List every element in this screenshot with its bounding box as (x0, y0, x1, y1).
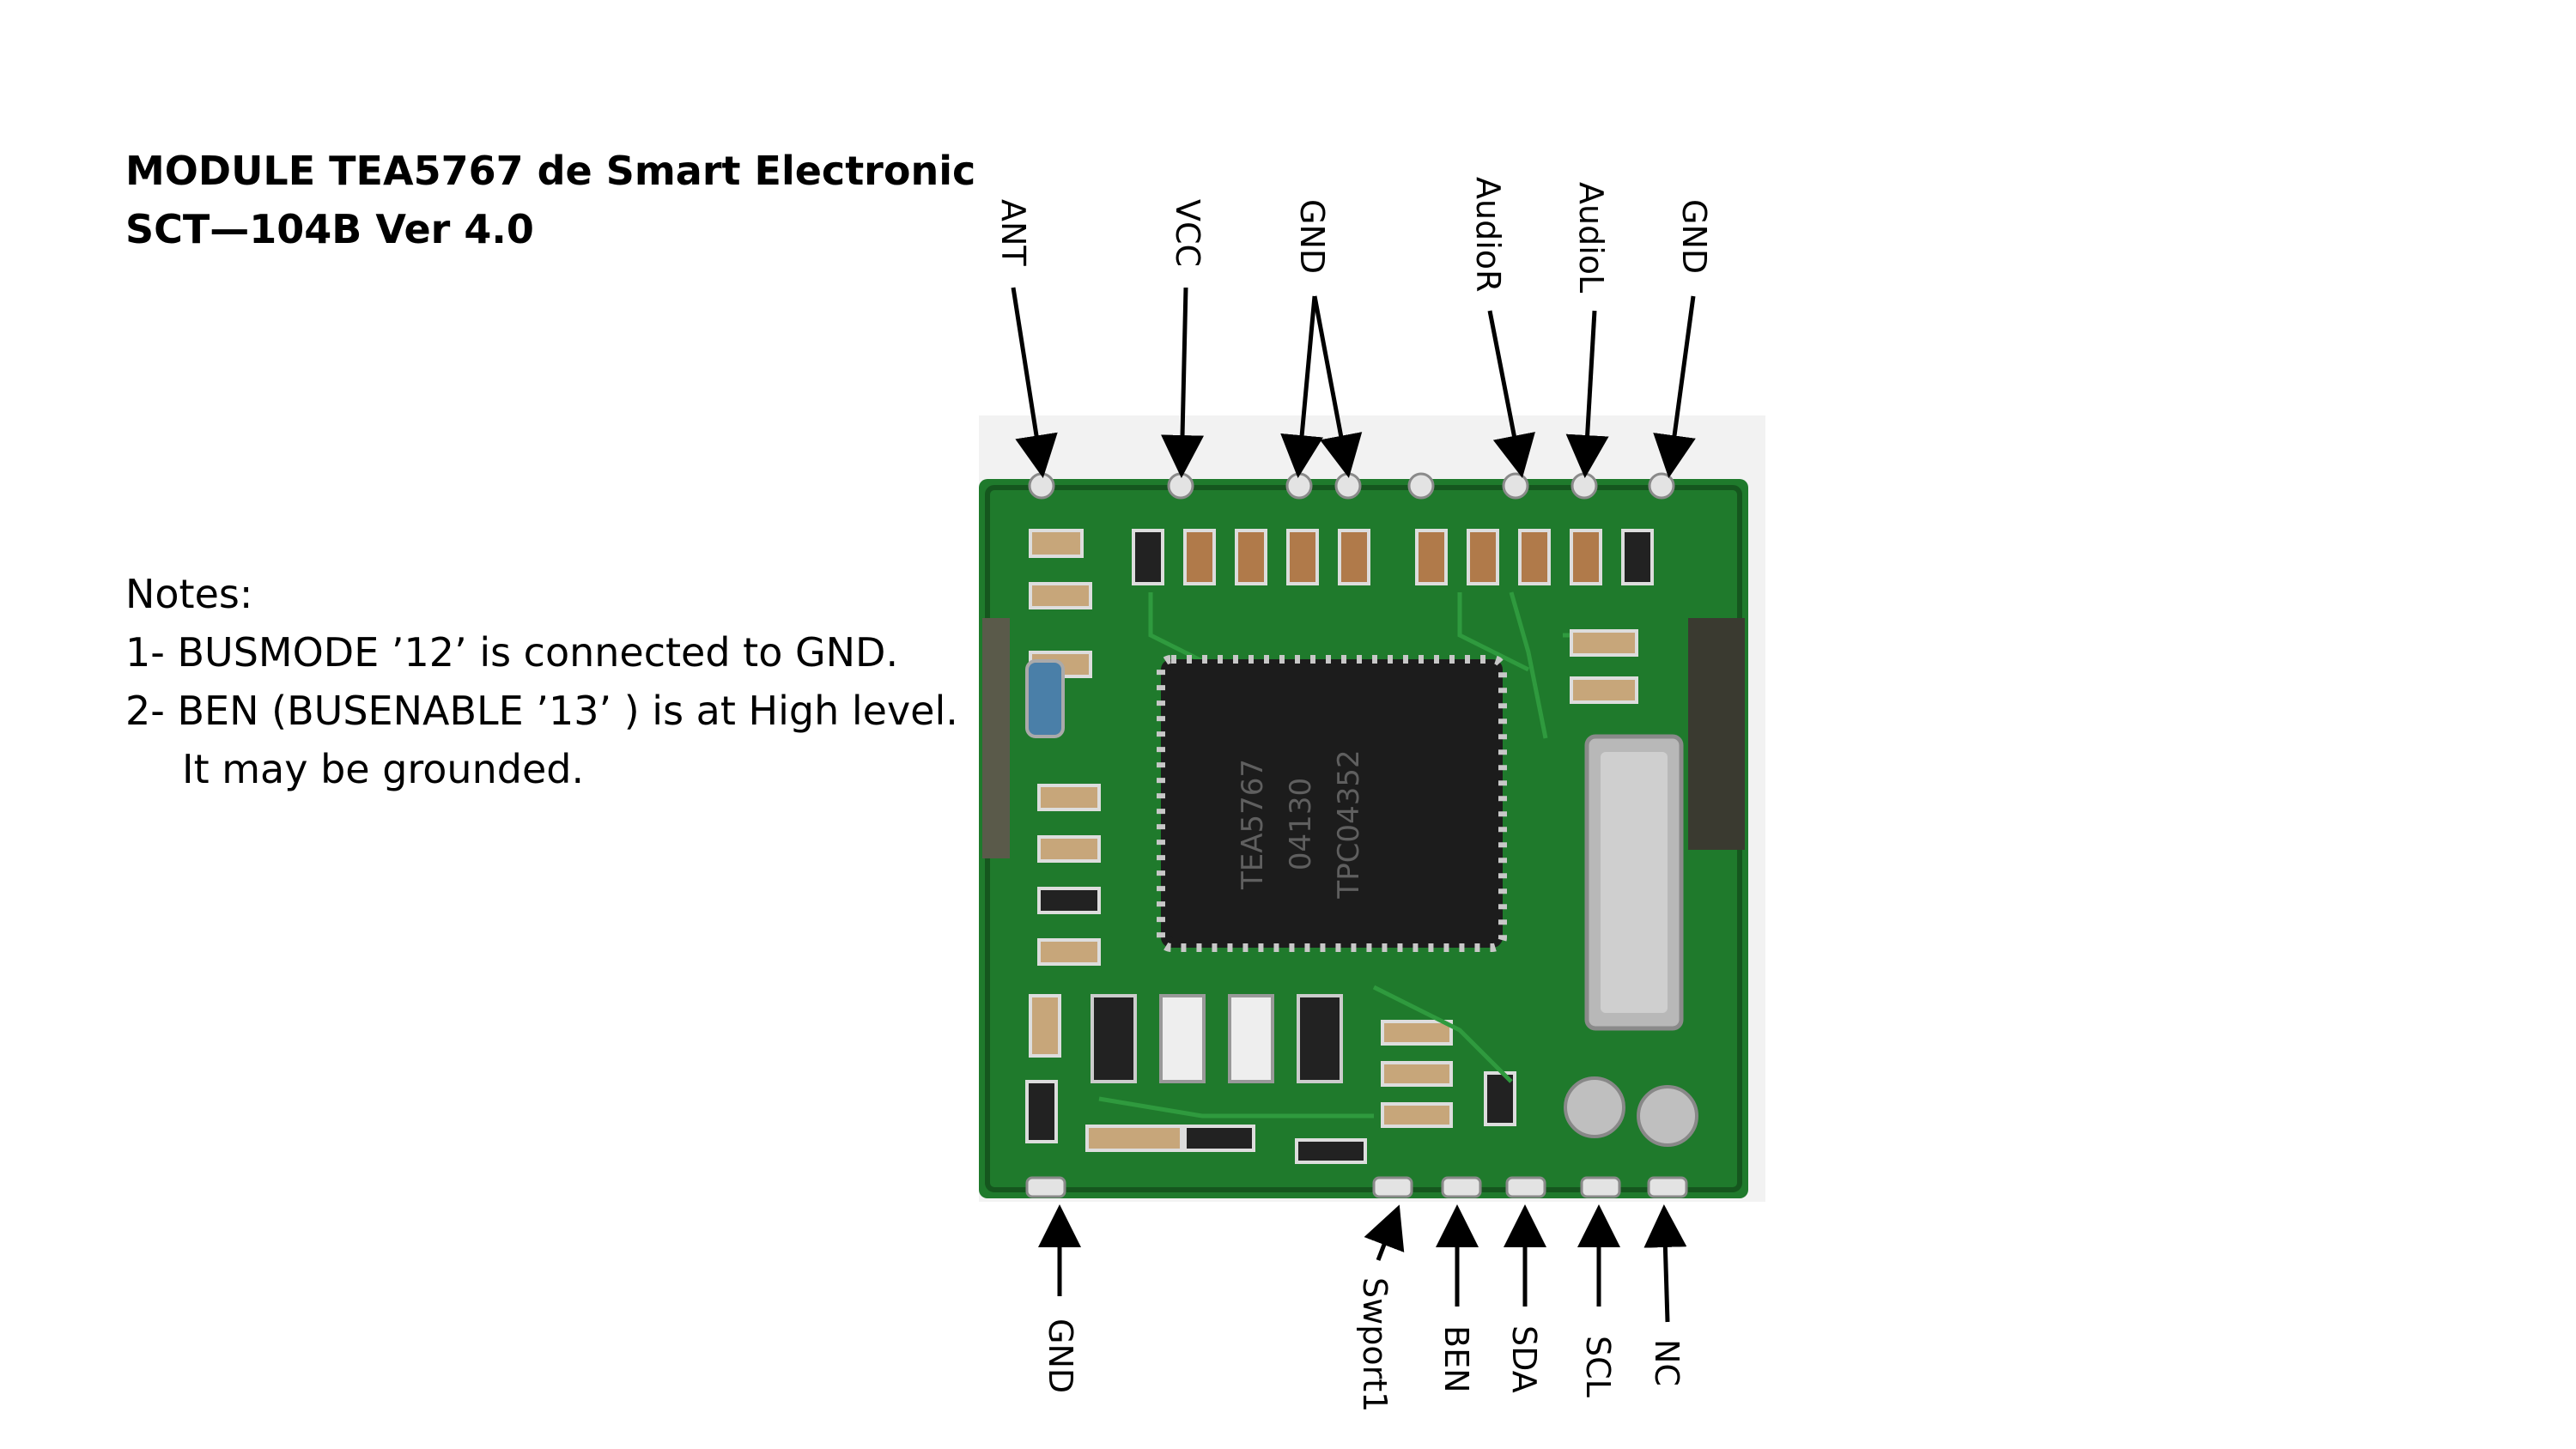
pin-label-nc: NC (1648, 1339, 1686, 1386)
note-2: 2- BEN (BUSENABLE ’13’ ) is at High leve… (125, 688, 958, 734)
bottom-components (1085, 994, 1516, 1164)
bottom-pad-row (1025, 1176, 1688, 1198)
module-photo: TEA5767 04130 TPC04352 (979, 415, 1765, 1202)
pin-label-gnd-top-1: GND (1293, 199, 1331, 274)
tea5767-chip: TEA5767 04130 TPC04352 (1157, 655, 1507, 952)
bottom-pin-labels: GND Swport1 BEN SDA SCL NC (1042, 1277, 1686, 1412)
arrow-nc (1643, 1204, 1687, 1323)
left-components (1025, 582, 1101, 1143)
pin-label-scl: SCL (1579, 1336, 1617, 1397)
capacitor (1570, 676, 1638, 704)
top-pin-labels: ANT VCC GND AudioR AudioL GND (994, 177, 1713, 293)
capacitor (1570, 629, 1638, 657)
top-pad-row (1028, 472, 1675, 500)
bottom-pin-arrows (1038, 1204, 1687, 1323)
pin-label-swport1: Swport1 (1356, 1277, 1394, 1412)
pin-label-ben: BEN (1437, 1325, 1475, 1393)
pin-label-audior: AudioR (1469, 177, 1507, 292)
chip-marking-2: 04130 (1284, 778, 1318, 870)
pin-label-gnd-bottom: GND (1042, 1319, 1079, 1393)
arrow-gnd-1 (1280, 295, 1324, 478)
notes-heading: Notes: (125, 571, 253, 617)
smd-resistor-row (1029, 529, 1654, 585)
arrow-swport1 (1364, 1204, 1405, 1261)
chip-marking-1: TEA5767 (1236, 759, 1270, 890)
arrow-audior (1487, 310, 1535, 478)
pin-label-ant: ANT (994, 199, 1032, 266)
arrow-gnd-2 (1312, 295, 1363, 478)
arrow-ant (1011, 287, 1058, 478)
title-line-1: MODULE TEA5767 de Smart Electronic (125, 148, 976, 194)
note-3: It may be grounded. (182, 746, 585, 792)
pin-label-vcc: VCC (1169, 199, 1206, 267)
right-side-pad (1688, 618, 1745, 850)
crystal-oscillator-top (1601, 752, 1668, 1013)
crystal-lead (1564, 1076, 1625, 1138)
arrow-gnd-3 (1653, 295, 1696, 478)
pin-label-audiol: AudioL (1572, 182, 1610, 293)
chip-marking-3: TPC04352 (1332, 749, 1366, 899)
left-side-pad (982, 618, 1010, 858)
note-1: 1- BUSMODE ’12’ is connected to GND. (125, 629, 899, 676)
title-line-2: SCT—104B Ver 4.0 (125, 206, 534, 252)
pin-label-sda: SDA (1505, 1325, 1543, 1393)
arrow-audiol (1565, 310, 1609, 478)
arrow-vcc (1161, 287, 1205, 478)
pin-label-gnd-top-2: GND (1675, 199, 1713, 274)
pcb-traces (1098, 591, 1631, 1119)
top-pin-arrows (1011, 287, 1696, 478)
crystal-lead (1637, 1085, 1698, 1147)
